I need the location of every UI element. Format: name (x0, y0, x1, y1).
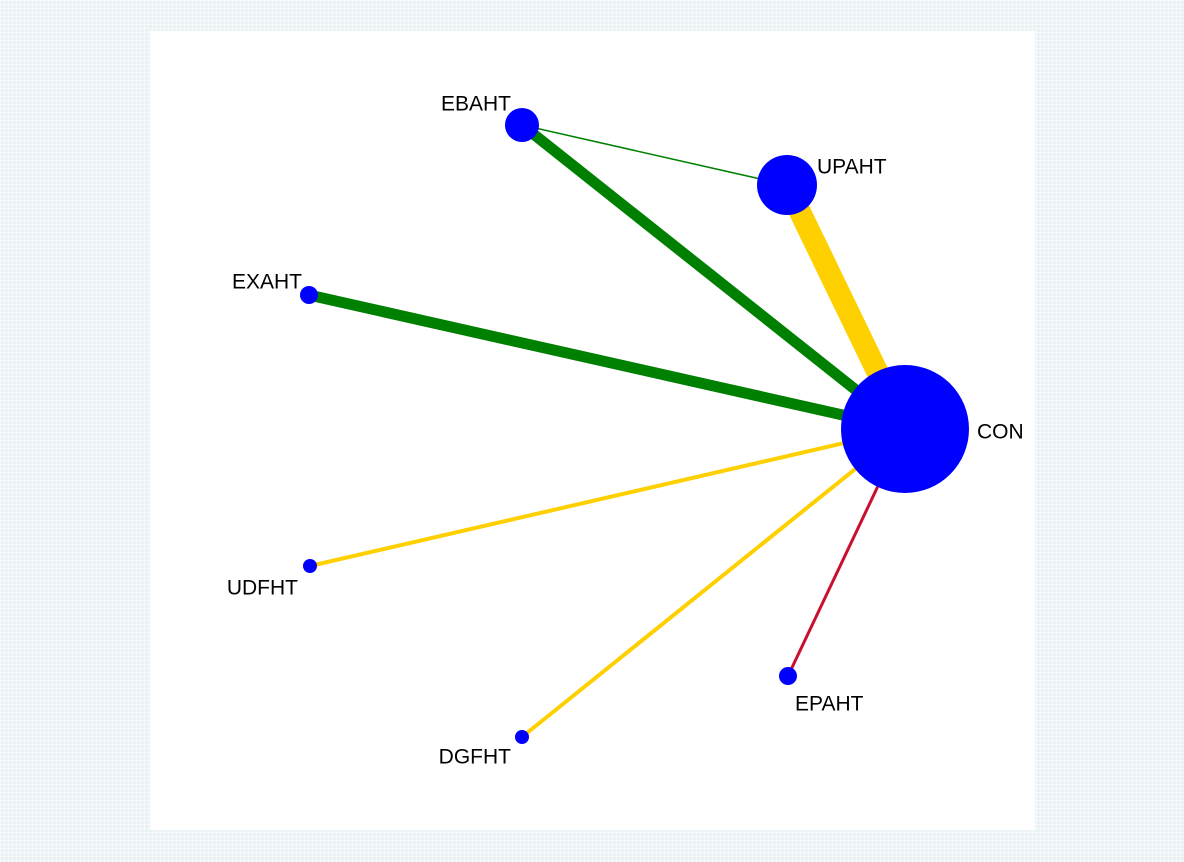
node-label-epaht: EPAHT (795, 693, 864, 716)
node-exaht (300, 286, 318, 304)
edge-ebaht-upaht (521, 124, 788, 186)
node-label-exaht: EXAHT (232, 271, 302, 294)
node-label-con: CON (977, 421, 1024, 444)
node-upaht (757, 155, 817, 215)
edge-con-exaht (307, 289, 907, 435)
network-diagram: CON UPAHT EBAHT EXAHT UDFHT EPAHT DGFHT (227, 93, 1024, 769)
node-label-ebaht: EBAHT (441, 93, 511, 116)
node-udfht (303, 559, 317, 573)
node-con (841, 365, 969, 493)
node-dgfht (515, 730, 529, 744)
node-label-dgfht: DGFHT (439, 746, 511, 769)
plot-panel: CON UPAHT EBAHT EXAHT UDFHT EPAHT DGFHT (150, 31, 1035, 830)
labels-layer: CON UPAHT EBAHT EXAHT UDFHT EPAHT DGFHT (227, 93, 1024, 769)
nodes-layer (300, 108, 969, 744)
edge-con-udfht (309, 427, 906, 568)
node-label-udfht: UDFHT (227, 577, 298, 600)
node-ebaht (505, 108, 539, 142)
edge-con-ebaht (518, 120, 909, 434)
node-label-upaht: UPAHT (817, 156, 887, 179)
edge-con-dgfht (520, 427, 907, 739)
node-epaht (779, 667, 797, 685)
edges-layer (307, 120, 915, 739)
